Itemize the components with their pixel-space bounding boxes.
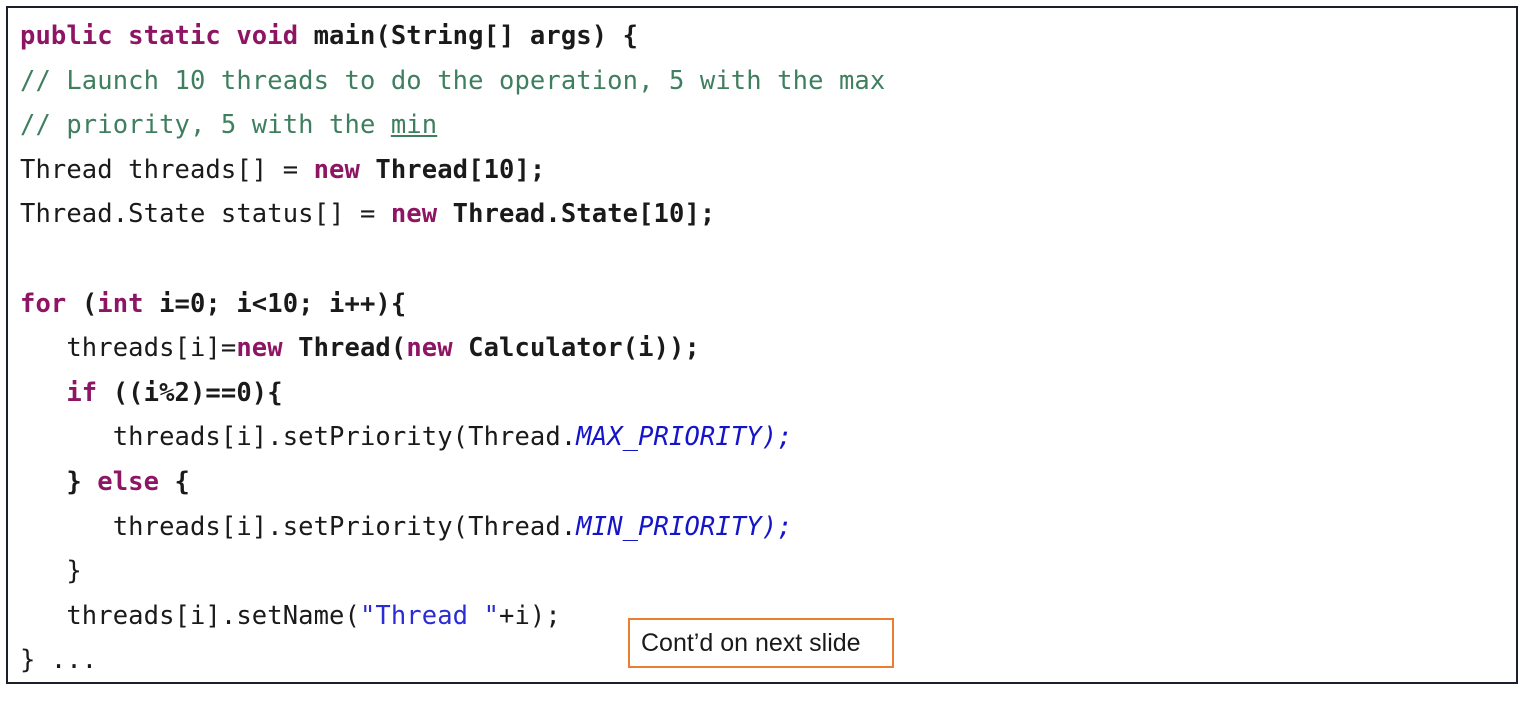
- code-line: } else {: [20, 460, 1512, 505]
- code-token-plain-b: ((i%2)==0){: [97, 377, 283, 408]
- code-token-plain-b: (: [81, 288, 98, 319]
- code-line: // Launch 10 threads to do the operation…: [20, 59, 1512, 104]
- code-token-plain: threads[i]=: [20, 333, 237, 364]
- code-token-plain-b: {: [159, 466, 190, 497]
- code-line: for (int i=0; i<10; i++){: [20, 282, 1512, 327]
- code-token-cmt-misspelled: min: [390, 110, 438, 141]
- code-line: threads[i]=new Thread(new Calculator(i))…: [20, 326, 1512, 371]
- code-line: threads[i].setPriority(Thread.MAX_PRIORI…: [20, 415, 1512, 460]
- code-token-plain: [20, 378, 66, 408]
- code-frame: public static void main(String[] args) {…: [6, 6, 1518, 684]
- code-token-plain: Thread.State status[] =: [20, 199, 391, 230]
- code-listing: public static void main(String[] args) {…: [20, 14, 1512, 683]
- code-token-plain: threads[i].setPriority(Thread.: [20, 422, 577, 453]
- code-line: // priority, 5 with the min: [20, 103, 1512, 148]
- code-token-str: "Thread ": [359, 600, 500, 631]
- code-token-kw: for: [20, 288, 82, 319]
- code-token-plain-b: main(String[] args) {: [313, 21, 639, 51]
- code-token-kw: else: [97, 466, 160, 497]
- code-token-plain: threads[i].setPriority(Thread.: [20, 511, 577, 542]
- code-line: threads[i].setPriority(Thread.MIN_PRIORI…: [20, 505, 1512, 550]
- code-token-kw: public static void: [20, 21, 314, 51]
- code-token-constant: MIN_PRIORITY);: [576, 511, 793, 542]
- code-line: [20, 237, 1512, 282]
- code-line: } ...: [20, 638, 1512, 683]
- code-token-plain: threads[i].setName(: [20, 600, 360, 631]
- code-token-kw: new: [313, 154, 376, 185]
- code-token-plain-b: }: [20, 466, 98, 497]
- code-token-kw: int: [97, 288, 144, 319]
- code-token-plain: +i);: [499, 600, 561, 631]
- code-line: if ((i%2)==0){: [20, 371, 1512, 416]
- contd-callout-label: Cont’d on next slide: [641, 628, 861, 657]
- contd-callout-box: Cont’d on next slide: [628, 618, 894, 668]
- code-token-cmt: // Launch 10 threads to do the operation…: [20, 65, 886, 96]
- code-line: Thread.State status[] = new Thread.State…: [20, 192, 1512, 237]
- code-token-plain: Thread threads[] =: [20, 154, 314, 185]
- code-token-plain-b: Thread[10];: [375, 154, 546, 185]
- code-line: public static void main(String[] args) {: [20, 14, 1512, 59]
- code-line: threads[i].setName("Thread "+i);: [20, 594, 1512, 639]
- code-token-kw: new: [390, 199, 453, 230]
- code-token-kw: new: [406, 333, 453, 364]
- code-token-kw: if: [66, 377, 98, 408]
- code-line: }: [20, 549, 1512, 594]
- code-token-plain: [20, 244, 35, 274]
- code-token-plain-b: Thread(: [282, 333, 407, 364]
- code-token-plain: } ...: [20, 645, 98, 676]
- code-token-plain: }: [20, 556, 82, 587]
- code-token-plain-b: i=0; i<10; i++){: [143, 288, 407, 319]
- code-token-constant: MAX_PRIORITY);: [576, 422, 793, 453]
- code-line: Thread threads[] = new Thread[10];: [20, 148, 1512, 193]
- code-token-kw: new: [236, 333, 283, 364]
- code-token-plain-b: Calculator(i));: [452, 333, 700, 364]
- code-token-plain-b: Thread.State[10];: [452, 199, 716, 230]
- code-token-cmt: // priority, 5 with the: [20, 110, 391, 141]
